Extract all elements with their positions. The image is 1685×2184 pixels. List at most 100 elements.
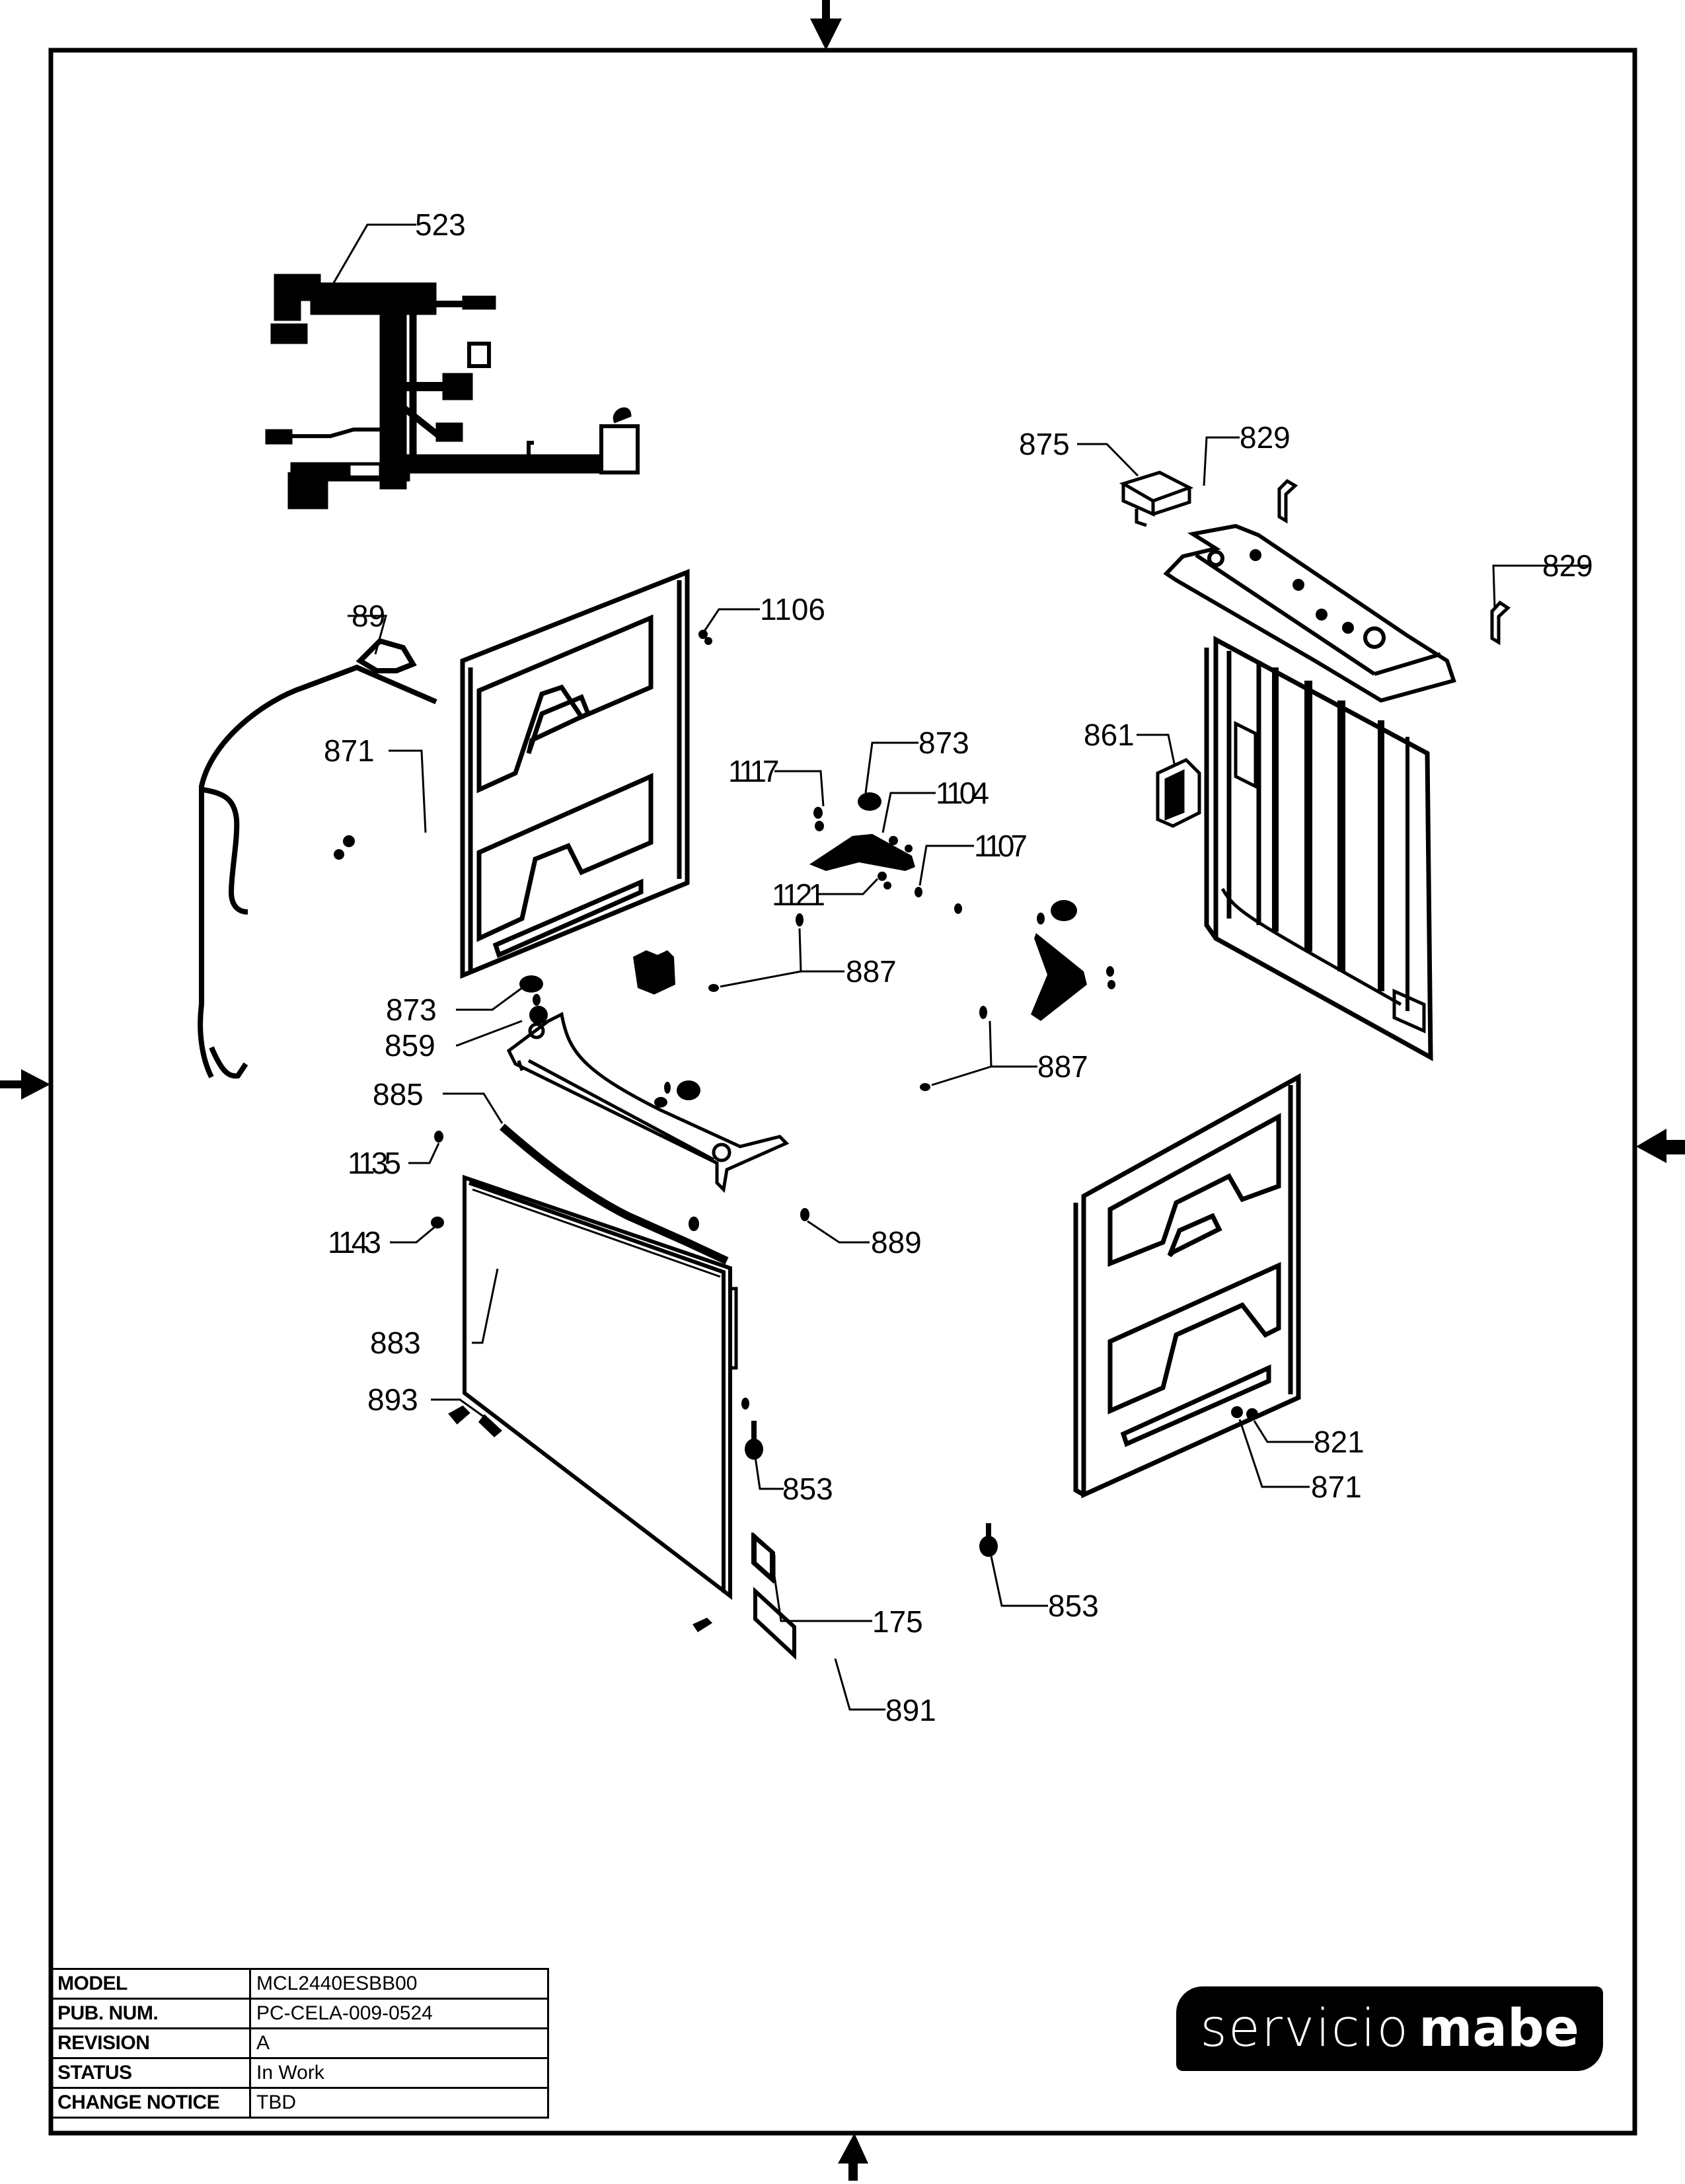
svg-text:523: 523 (415, 207, 466, 242)
title-value: A (249, 2027, 549, 2059)
svg-text:871: 871 (1311, 1470, 1362, 1504)
callout-891: 891 (834, 1658, 936, 1727)
hinge-bracket-1104[interactable] (809, 834, 915, 871)
arrow-left-right-icon (1636, 1129, 1685, 1163)
svg-text:1107: 1107 (974, 829, 1026, 863)
title-key: PUB. NUM. (50, 1998, 251, 2029)
callout-1107: 1107 (918, 829, 1030, 886)
svg-text:893: 893 (367, 1382, 418, 1417)
callout-1106: 1106 (703, 592, 825, 632)
title-key: CHANGE NOTICE (50, 2087, 251, 2119)
svg-text:821: 821 (1314, 1425, 1365, 1459)
title-value: PC-CELA-009-0524 (249, 1998, 549, 2029)
title-row-revision: REVISION A (50, 2027, 549, 2059)
leveler-853-a[interactable] (741, 1398, 763, 1460)
svg-text:861: 861 (1084, 718, 1135, 752)
pump-part[interactable] (633, 950, 675, 995)
callout-875: 875 (1019, 427, 1139, 477)
foot-873-top[interactable] (858, 792, 881, 811)
callout-887-b: 887 (931, 1020, 1088, 1086)
svg-text:883: 883 (370, 1326, 421, 1360)
title-block: MODEL MCL2440ESBB00 PUB. NUM. PC-CELA-00… (50, 1968, 549, 2119)
screw-1106[interactable] (698, 630, 712, 645)
callout-89: 89 (348, 599, 387, 655)
foot-873-left[interactable] (519, 975, 543, 993)
leveler-853-b[interactable] (979, 1523, 998, 1557)
svg-text:887: 887 (1037, 1049, 1088, 1084)
seal-885-part[interactable] (500, 1123, 729, 1265)
title-row-change-notice: CHANGE NOTICE TBD (50, 2087, 549, 2119)
side-panel-left-part[interactable] (460, 568, 690, 979)
title-key: REVISION (50, 2027, 251, 2059)
svg-text:853: 853 (1048, 1589, 1099, 1623)
part-893[interactable] (448, 1405, 470, 1425)
callout-893: 893 (367, 1382, 502, 1437)
callout-871-left: 871 (324, 734, 427, 833)
logo-word-mabe: mabe (1419, 1999, 1579, 2058)
side-panel-right-part[interactable] (1073, 1073, 1301, 1499)
svg-text:887: 887 (846, 954, 897, 989)
part-861[interactable] (1156, 757, 1201, 828)
svg-text:859: 859 (385, 1028, 435, 1063)
svg-text:829: 829 (1542, 548, 1593, 583)
svg-text:873: 873 (918, 726, 969, 760)
wire-harness-part[interactable] (265, 274, 640, 509)
svg-text:829: 829 (1240, 420, 1291, 455)
part-871-right[interactable] (1231, 1406, 1243, 1418)
title-row-model: MODEL MCL2440ESBB00 (50, 1968, 549, 2000)
part-871-left[interactable] (334, 835, 355, 860)
rear-panel-part[interactable] (1204, 636, 1433, 1061)
svg-text:875: 875 (1019, 427, 1070, 461)
svg-text:891: 891 (885, 1693, 936, 1727)
part-859[interactable] (529, 994, 548, 1024)
svg-text:175: 175 (872, 1604, 923, 1639)
title-row-status: STATUS In Work (50, 2057, 549, 2089)
title-value: In Work (249, 2057, 549, 2089)
title-row-pub-num: PUB. NUM. PC-CELA-009-0524 (50, 1998, 549, 2029)
svg-text:889: 889 (871, 1225, 922, 1260)
svg-text:89: 89 (352, 599, 385, 633)
part-1117[interactable] (813, 807, 824, 831)
part-1107[interactable] (915, 887, 962, 914)
callout-885: 885 (373, 1077, 504, 1124)
svg-text:1106: 1106 (760, 592, 825, 626)
bracket-875-part[interactable] (1119, 471, 1194, 527)
screw-887-a[interactable] (708, 913, 804, 992)
callout-883: 883 (370, 1268, 499, 1360)
svg-text:853: 853 (782, 1472, 833, 1506)
label-891-part[interactable] (753, 1587, 796, 1660)
callout-829-a: 829 (1203, 420, 1291, 486)
logo-word-servicio: servicio (1200, 1999, 1410, 2058)
drawing-frame (48, 48, 1637, 2136)
callout-853-b: 853 (990, 1556, 1099, 1623)
top-console-frame-part[interactable] (1163, 523, 1456, 703)
part-1143[interactable] (431, 1217, 444, 1228)
title-key: MODEL (50, 1968, 251, 2000)
clip-829-part[interactable] (1490, 600, 1511, 646)
svg-text:1117: 1117 (728, 754, 778, 788)
part-821[interactable] (1246, 1408, 1258, 1420)
arrow-right-left-icon (0, 1069, 50, 1100)
label-175-plate[interactable] (753, 1532, 775, 1584)
part-1121[interactable] (878, 872, 891, 889)
callout-853-a: 853 (754, 1456, 833, 1506)
front-frame-part[interactable] (506, 1012, 790, 1193)
svg-text:1143: 1143 (328, 1225, 380, 1260)
screw-887-b[interactable] (920, 1006, 987, 1091)
clip-829-part[interactable] (1277, 478, 1298, 524)
arrow-up-bottom-icon (838, 2133, 868, 2181)
svg-text:871: 871 (324, 734, 375, 768)
callout-821: 821 (1253, 1420, 1365, 1459)
svg-text:1135: 1135 (348, 1146, 400, 1180)
title-key: STATUS (50, 2057, 251, 2089)
front-panel-883[interactable] (463, 1174, 738, 1600)
drain-hose-part[interactable] (198, 638, 437, 1079)
callout-1104: 1104 (881, 776, 992, 833)
callout-1121: 1121 (772, 878, 879, 912)
svg-text:873: 873 (386, 993, 437, 1027)
part-1135[interactable] (434, 1131, 443, 1143)
callout-1135: 1135 (348, 1143, 440, 1180)
rear-hinge-bracket-part[interactable] (1031, 900, 1115, 1021)
callout-829-b: 829 (1492, 548, 1593, 609)
part-889[interactable] (800, 1208, 809, 1221)
